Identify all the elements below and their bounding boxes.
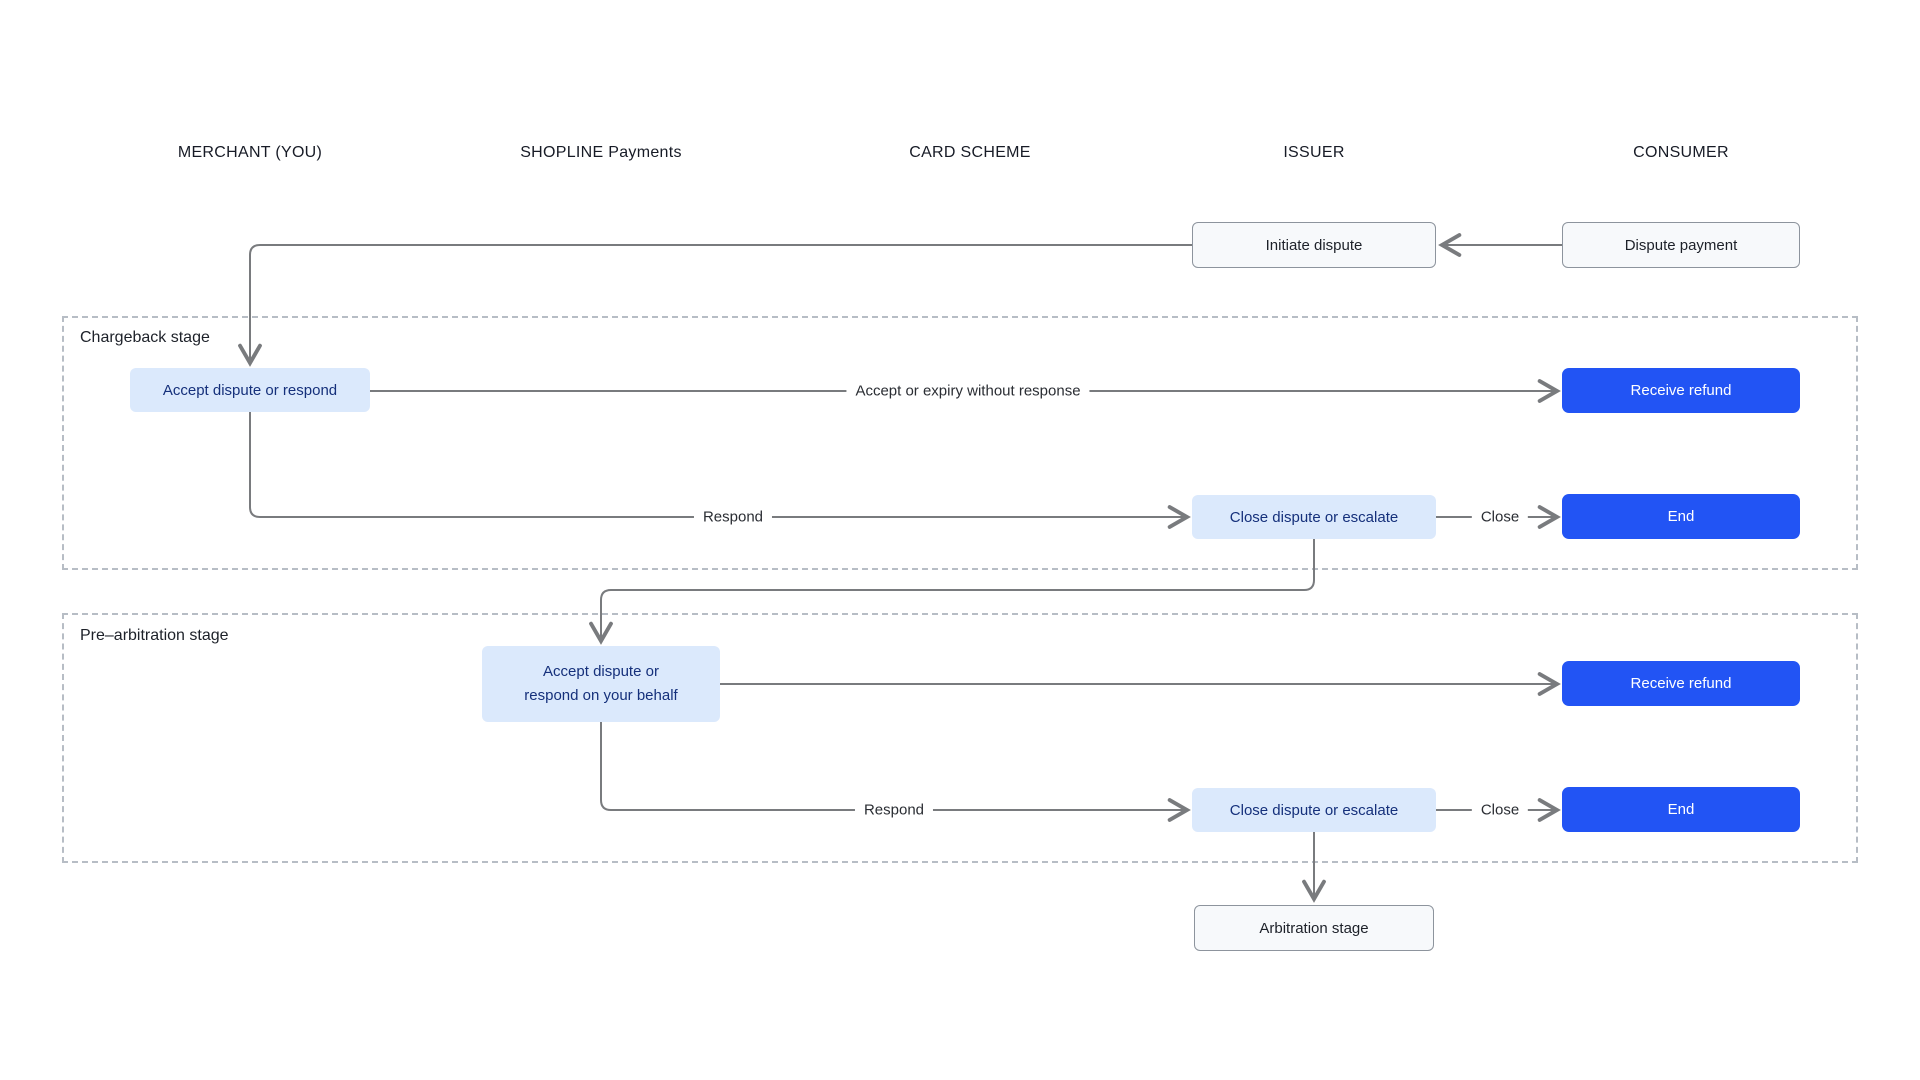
node-dispute-payment: Dispute payment [1562, 222, 1800, 268]
node-accept-dispute-or-respond: Accept dispute or respond [130, 368, 370, 412]
edge-label-close-pre-arbitration: Close [1471, 800, 1529, 820]
node-end-chargeback: End [1562, 494, 1800, 539]
node-receive-refund-pre-arbitration: Receive refund [1562, 661, 1800, 706]
node-label: Accept dispute or respond on your behalf [524, 663, 678, 704]
column-header-merchant: MERCHANT (YOU) [177, 144, 323, 161]
stage-label-pre-arbitration: Pre–arbitration stage [80, 627, 229, 644]
node-receive-refund-chargeback: Receive refund [1562, 368, 1800, 413]
stage-label-chargeback: Chargeback stage [80, 329, 210, 346]
edge-label-accept-or-expiry-without-response: Accept or expiry without response [846, 381, 1090, 401]
column-header-shopline-payments: SHOPLINE Payments [520, 144, 682, 161]
edge-label-respond-pre-arbitration: Respond [854, 800, 934, 820]
edge-label-close-chargeback: Close [1471, 507, 1529, 527]
node-arbitration-stage: Arbitration stage [1194, 905, 1434, 951]
node-initiate-dispute: Initiate dispute [1192, 222, 1436, 268]
node-accept-dispute-or-respond-on-your-behalf: Accept dispute or respond on your behalf [482, 646, 720, 722]
column-header-consumer: CONSUMER [1633, 144, 1729, 161]
edge-label-respond-chargeback: Respond [693, 507, 773, 527]
node-close-dispute-or-escalate-pre-arbitration: Close dispute or escalate [1192, 788, 1436, 832]
column-header-card-scheme: CARD SCHEME [909, 144, 1031, 161]
node-end-pre-arbitration: End [1562, 787, 1800, 832]
column-header-issuer: ISSUER [1283, 144, 1345, 161]
node-close-dispute-or-escalate-chargeback: Close dispute or escalate [1192, 495, 1436, 539]
